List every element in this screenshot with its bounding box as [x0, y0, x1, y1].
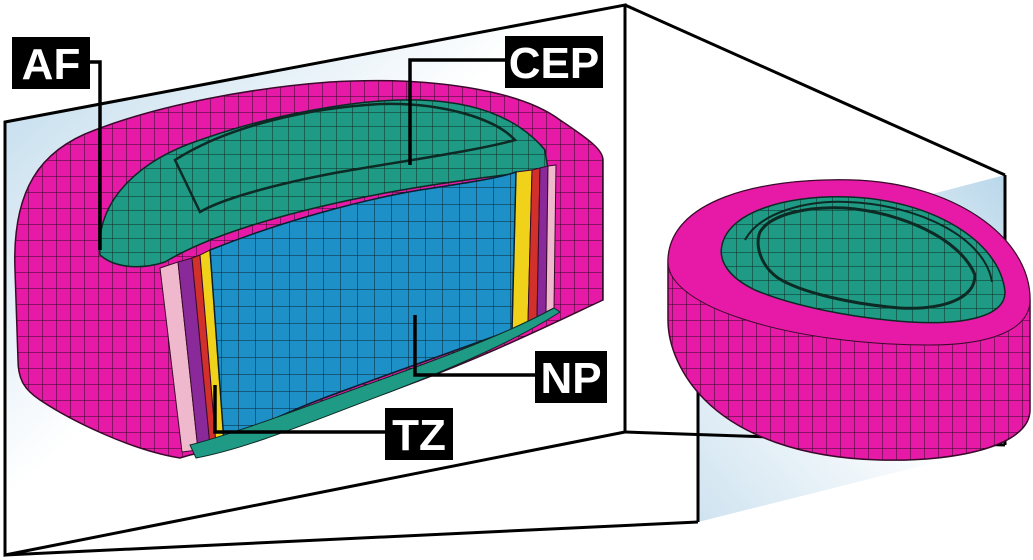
- label-af-bg: [12, 37, 90, 89]
- leader-tz: [213, 385, 385, 434]
- label-tz-bg: [385, 408, 453, 460]
- leader-np: [413, 315, 535, 377]
- label-af-text: AF: [22, 40, 81, 89]
- label-np: NP: [535, 351, 607, 403]
- label-np-bg: [535, 351, 607, 403]
- label-cep: CEP: [505, 36, 603, 88]
- label-cep-bg: [505, 36, 603, 88]
- leader-lines: [90, 58, 535, 434]
- leader-cep: [408, 58, 505, 165]
- cutaway-disc: [14, 79, 604, 459]
- label-np-text: NP: [540, 354, 601, 403]
- label-cep-text: CEP: [509, 39, 599, 88]
- label-tz-text: TZ: [392, 411, 446, 460]
- leader-af: [90, 60, 102, 250]
- label-tz: TZ: [385, 408, 453, 460]
- intact-disc: [667, 179, 1031, 461]
- label-af: AF: [12, 37, 90, 89]
